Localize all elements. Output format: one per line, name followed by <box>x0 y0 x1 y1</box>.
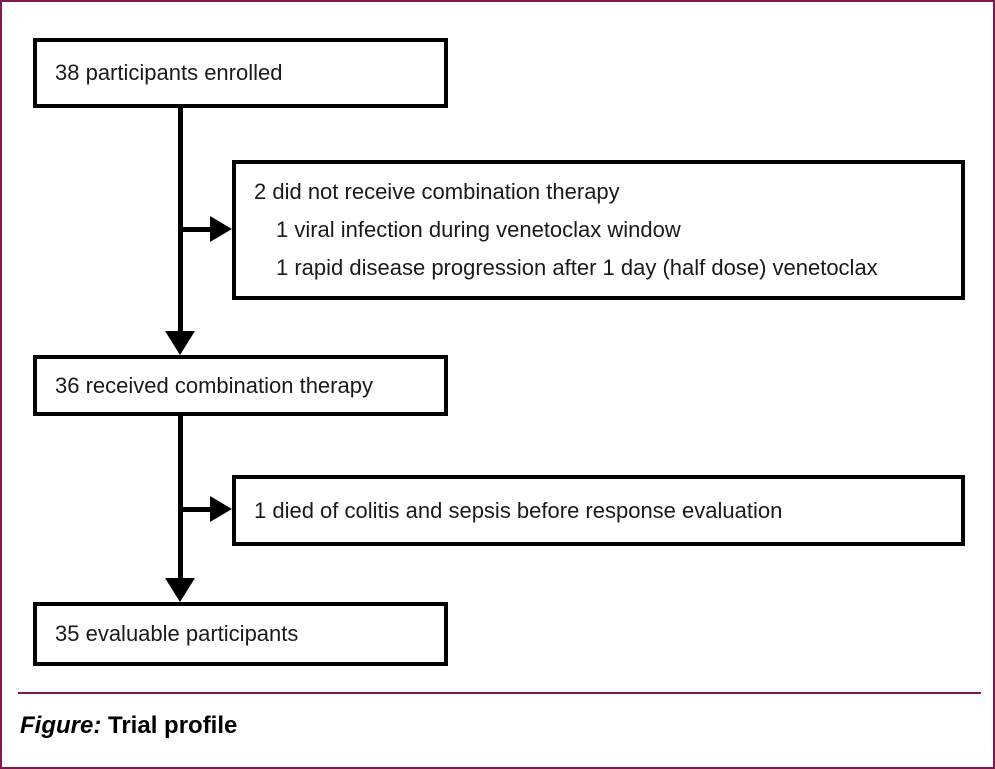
connector-enrolled-to-received <box>178 108 183 331</box>
arrowhead-right-died <box>210 496 232 522</box>
caption-divider <box>18 692 981 694</box>
arrowhead-down-evaluable <box>165 578 195 602</box>
figure-caption: Figure: Trial profile <box>20 712 237 740</box>
flowchart-canvas: 38 participants enrolled 2 did not recei… <box>2 2 993 688</box>
flow-node-died-colitis-sepsis: 1 died of colitis and sepsis before resp… <box>232 475 965 546</box>
connector-received-to-died <box>178 507 220 512</box>
flow-node-enrolled: 38 participants enrolled <box>33 38 448 108</box>
flow-node-subline: 1 viral infection during venetoclax wind… <box>276 217 681 242</box>
flow-node-line: 35 evaluable participants <box>55 621 299 646</box>
flow-node-not-received-combination: 2 did not receive combination therapy 1 … <box>232 160 965 300</box>
flow-node-subline: 1 rapid disease progression after 1 day … <box>276 255 878 280</box>
flow-node-line: 1 died of colitis and sepsis before resp… <box>254 497 783 523</box>
flow-node-evaluable: 35 evaluable participants <box>33 602 448 666</box>
figure-caption-label: Figure: <box>20 712 102 739</box>
arrowhead-down-received <box>165 331 195 355</box>
figure-caption-spacer <box>101 712 108 739</box>
flow-node-line: 2 did not receive combination therapy <box>254 179 620 204</box>
flow-node-received-combination: 36 received combination therapy <box>33 355 448 416</box>
connector-enrolled-to-not-received <box>178 227 220 232</box>
arrowhead-right-not-received <box>210 216 232 242</box>
flow-node-line: 36 received combination therapy <box>55 372 373 398</box>
figure-caption-text: Trial profile <box>108 712 238 739</box>
flow-node-line: 38 participants enrolled <box>55 60 283 85</box>
connector-received-to-evaluable <box>178 416 183 578</box>
